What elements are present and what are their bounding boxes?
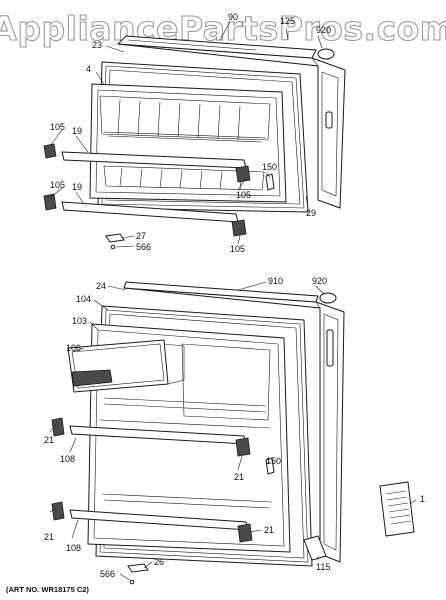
watermark-text: AppliancePartsPros.com [0, 9, 446, 48]
label-21-a: 21 [44, 435, 54, 445]
fresh-food-door-handle-slot [326, 329, 334, 367]
label-27: 27 [136, 231, 146, 241]
fresh-food-hinge-screw [129, 579, 135, 585]
freezer-bar-cap-left-lower [43, 193, 57, 211]
label-150-bottom: 150 [266, 456, 281, 466]
freezer-door-assembly [43, 35, 346, 250]
fresh-food-door-stop [265, 457, 275, 475]
label-566-bottom: 566 [100, 569, 115, 579]
label-1: 1 [420, 494, 425, 504]
label-108-b: 108 [66, 543, 81, 553]
fresh-food-bar-cap-right-lower [237, 523, 253, 543]
label-21-b: 21 [234, 472, 244, 482]
freezer-door-liner [89, 83, 287, 203]
label-104: 104 [76, 294, 91, 304]
label-920-top: 920 [316, 25, 331, 35]
fresh-food-top-cap [123, 281, 319, 303]
label-19-b: 19 [72, 182, 82, 192]
label-108-a: 108 [60, 454, 75, 464]
freezer-top-plug [317, 48, 335, 60]
label-105-c: 105 [236, 190, 251, 200]
label-106: 106 [66, 343, 81, 353]
label-103: 103 [72, 316, 87, 326]
label-105-b: 105 [50, 180, 65, 190]
freezer-door-handle-slot [325, 111, 333, 129]
freezer-hinge-plug [105, 233, 125, 243]
freezer-door-stop [265, 173, 275, 191]
fresh-food-top-plug [319, 292, 337, 304]
leader-lines [49, 21, 417, 581]
label-4: 4 [86, 64, 91, 74]
label-125: 125 [280, 16, 295, 26]
label-566-top: 566 [136, 242, 151, 252]
label-29: 29 [306, 208, 316, 218]
art-number: (ART NO. WR18175 C2) [6, 585, 89, 594]
label-23: 23 [92, 40, 102, 50]
instruction-card-lines [385, 490, 412, 525]
label-910: 910 [268, 276, 283, 286]
instruction-card [379, 481, 415, 537]
label-24: 24 [96, 281, 106, 291]
fresh-food-door-trim [303, 535, 327, 561]
fresh-food-bar-cap-left-lower [51, 501, 65, 521]
label-21-c: 21 [44, 532, 54, 542]
label-21-d: 21 [264, 525, 274, 535]
label-920-bottom: 920 [312, 276, 327, 286]
label-105-d: 105 [230, 244, 245, 254]
label-105-a: 105 [50, 122, 65, 132]
label-90: 90 [228, 12, 238, 22]
freezer-bar-cap-left-upper [43, 143, 57, 159]
freezer-hinge-screw [110, 244, 116, 250]
fresh-food-bar-cap-right-upper [235, 437, 251, 457]
freezer-lower-shelf-ribs [119, 167, 243, 191]
freezer-bar-cap-right-upper [235, 165, 251, 183]
label-150-top: 150 [262, 162, 277, 172]
callout-labels: 125 920 90 23 4 105 19 105 19 150 105 29… [44, 12, 425, 579]
fresh-food-hinge-plug [127, 563, 149, 573]
label-19-a: 19 [72, 126, 82, 136]
fresh-food-bar-cap-left-upper [51, 417, 65, 437]
freezer-upper-shelf-ribs [117, 99, 241, 141]
fresh-food-door-assembly [51, 281, 415, 585]
freezer-bar-cap-right-lower [231, 219, 247, 237]
label-26: 26 [154, 557, 164, 567]
label-115: 115 [316, 562, 330, 572]
dairy-compartment-hinge [71, 369, 113, 387]
